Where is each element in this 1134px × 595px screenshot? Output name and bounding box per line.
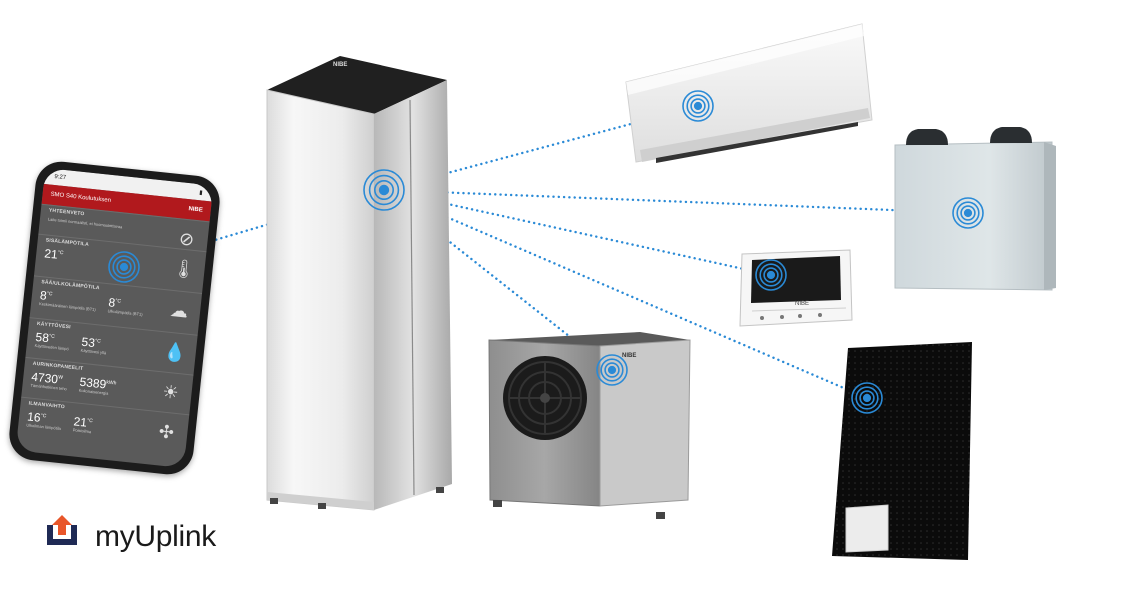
brand-logo: myUplink bbox=[95, 520, 216, 554]
ventilation-unit bbox=[894, 127, 1056, 291]
caption-b: Poistoilma bbox=[72, 427, 92, 435]
device-title[interactable]: SMO S40 Koulutuksen bbox=[50, 191, 112, 204]
unit: °C bbox=[57, 249, 64, 257]
tank-badge: NIBE bbox=[333, 62, 348, 68]
thermostat bbox=[739, 249, 853, 327]
unit-b: °C bbox=[115, 298, 122, 305]
unit-b: °C bbox=[94, 338, 101, 345]
fan-icon: ✣ bbox=[157, 421, 175, 443]
unit-a: °C bbox=[48, 333, 55, 340]
app-screen: 9:27 ▮ SMO S40 Koulutuksen NIBE YHTEENVE… bbox=[15, 167, 214, 469]
smartphone: 9:27 ▮ SMO S40 Koulutuksen NIBE YHTEENVE… bbox=[6, 159, 223, 477]
partly-cloudy-icon: ☁ bbox=[169, 299, 190, 322]
solar-panel bbox=[832, 342, 972, 560]
brand-label: NIBE bbox=[188, 206, 204, 214]
water-drop-icon: 💧 bbox=[162, 341, 188, 364]
unit-b: °C bbox=[86, 417, 94, 425]
indoor-tank bbox=[266, 56, 452, 511]
unit-a: W bbox=[57, 374, 64, 381]
myuplink-logo-icon bbox=[47, 515, 77, 545]
sun-icon: ☀ bbox=[161, 381, 180, 404]
outdoor-heat-pump bbox=[488, 332, 691, 519]
link-to-ventilation bbox=[382, 188, 970, 215]
thermometer-icon: 🌡 bbox=[171, 257, 197, 281]
battery-icon: ▮ bbox=[198, 189, 203, 197]
unit-b: kWh bbox=[106, 379, 117, 387]
thermostat-brand: NIBE bbox=[795, 301, 810, 307]
unit-a: °C bbox=[46, 290, 53, 298]
status-time: 9:27 bbox=[54, 173, 67, 182]
indoor-temp-value: 21 bbox=[43, 246, 59, 262]
air-conditioner bbox=[625, 23, 873, 163]
outdoor-badge: NIBE bbox=[622, 353, 637, 359]
unit-a: °C bbox=[40, 412, 47, 420]
brand-name: myUplink bbox=[95, 520, 216, 553]
